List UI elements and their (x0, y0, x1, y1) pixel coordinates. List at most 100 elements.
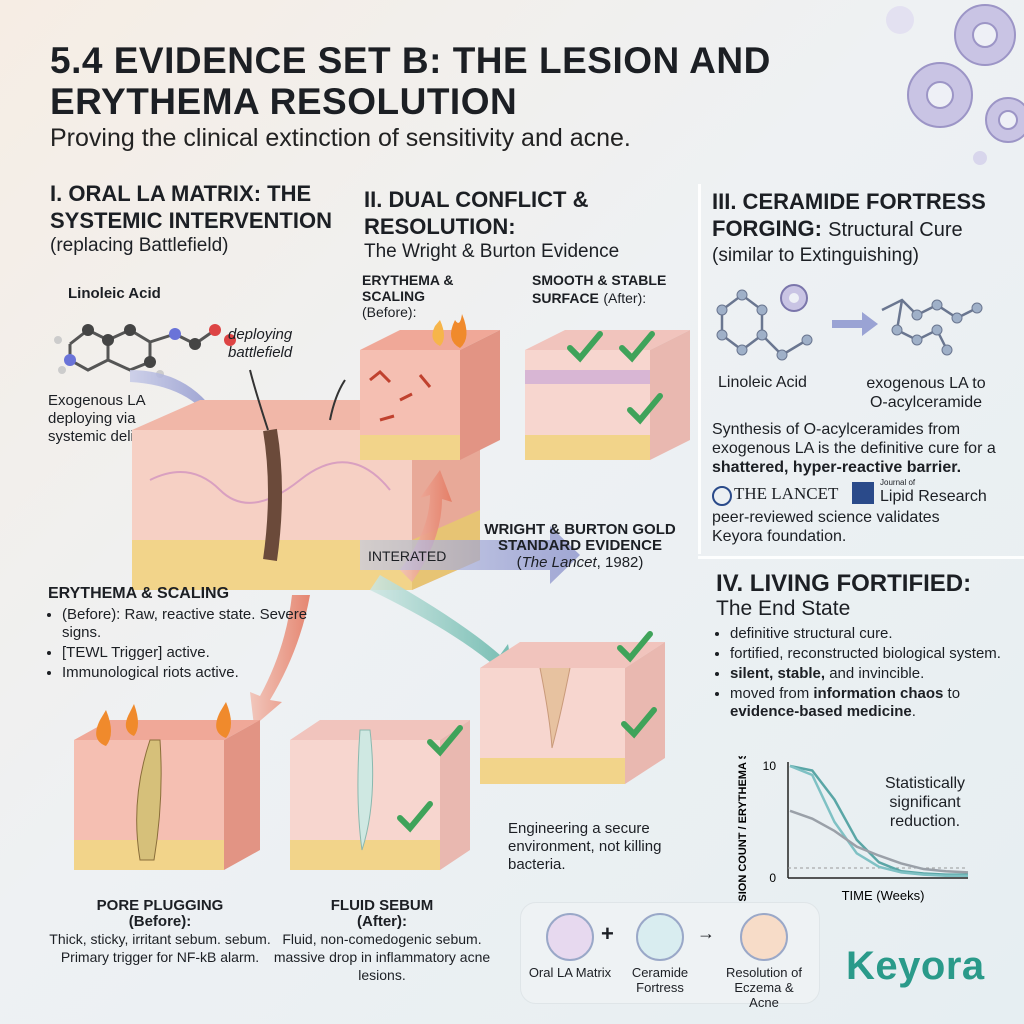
chart-series-line-3 (789, 809, 969, 874)
section-ceramide: III. CERAMIDE FORTRESS FORGING: Structur… (712, 188, 1012, 268)
erythema-before-sub: (Before): (362, 304, 417, 320)
fluid-sebum-block: FLUID SEBUM (After): Fluid, non-comedoge… (262, 898, 502, 984)
synthesis-text-b: shattered, hyper-reactive barrier. (712, 459, 962, 476)
bullet-bold: information chaos (813, 685, 944, 702)
section-3-sub: (similar to Extinguishing) (712, 245, 919, 266)
sebum-heading: FLUID SEBUM (330, 897, 434, 914)
after-label-group: SMOOTH & STABLE SURFACE (After): (532, 272, 692, 308)
chart-y-tick: 10 (763, 759, 777, 773)
legend-plus: + (601, 921, 614, 946)
erythema-bullet: (Before): Raw, reactive state. Severe si… (62, 606, 348, 642)
section-3-heading-rest: Structural Cure (828, 219, 963, 241)
jlr-logo: Lipid Research (880, 488, 987, 505)
gear-icon (907, 4, 1024, 143)
smooth-after-label: SMOOTH & STABLE SURFACE (532, 272, 667, 306)
section-4-heading: IV. LIVING FORTIFIED: (716, 570, 972, 597)
check-icon (567, 331, 663, 425)
bullet-text: moved from (730, 685, 814, 702)
arrow-down-right (370, 575, 514, 678)
bullet-text: definitive structural cure. (730, 625, 893, 642)
pore-plugging-block: PORE PLUGGING (Before): Thick, sticky, i… (40, 898, 280, 966)
summary-legend: Oral LA Matrix + Ceramide Fortress → Res… (520, 902, 820, 1010)
linoleic-acid-molecule (54, 324, 236, 378)
ceramide-molecules (716, 284, 983, 361)
legend-label: Oral LA Matrix (528, 965, 612, 980)
fortified-bullet: definitive structural cure. (730, 625, 1016, 643)
bullet-text: . (911, 703, 916, 720)
jlr-logo-icon (852, 482, 874, 504)
engineering-text: Engineering a secure environment, not ki… (508, 820, 662, 873)
legend-label: Resolution of Eczema & Acne (726, 965, 802, 1010)
fortified-bullet: moved from information chaos to evidence… (730, 685, 1016, 721)
lancet-logo-icon (712, 486, 732, 506)
brand-logo: Keyora (846, 944, 985, 988)
mol-left-label: Linoleic Acid (718, 374, 807, 391)
skin-cube-fluid-sebum (290, 720, 470, 870)
check-icon (397, 725, 463, 833)
divider-horizontal (698, 556, 1024, 559)
mol-right-label: exogenous LA to O-acylceramide (866, 375, 986, 411)
arrow-down-left (250, 595, 310, 726)
check-icon (617, 631, 657, 739)
section-oral-la: I. ORAL LA MATRIX: THE SYSTEMIC INTERVEN… (50, 180, 380, 258)
section-living-fortified: IV. LIVING FORTIFIED: The End State defi… (716, 570, 1016, 723)
interated-label: INTERATED (368, 548, 447, 564)
erythema-before-label: ERYTHEMA & SCALING (362, 272, 454, 304)
molecule-icon (636, 913, 684, 961)
arrow-right (360, 526, 580, 584)
legend-arrow: → (697, 923, 715, 943)
section-2-sub: The Wright & Burton Evidence (364, 241, 620, 262)
synthesis-text-a: Synthesis of O-acylceramides from exogen… (712, 421, 996, 457)
bullet-text: and invincible. (825, 665, 925, 682)
pore-text: Thick, sticky, irritant sebum. sebum. Pr… (49, 931, 271, 965)
section-3-heading: III. CERAMIDE FORTRESS FORGING: Structur… (712, 188, 1012, 244)
flame-icon (432, 314, 467, 348)
gold-year: , 1982) (596, 554, 644, 571)
erythema-bullet: [TEWL Trigger] active. (62, 644, 348, 662)
gold-paren: ( (516, 554, 522, 571)
sebum-sub: (After): (357, 913, 407, 930)
gear-icon (780, 284, 808, 312)
before-after-cubes (360, 314, 690, 460)
divider-vertical (698, 184, 701, 554)
erythema-before-heading: ERYTHEMA & SCALING (48, 585, 230, 602)
pore-heading: PORE PLUGGING (96, 897, 224, 914)
synthesis-text: Synthesis of O-acylceramides from exogen… (712, 420, 1012, 477)
gold-journal: The Lancet (521, 554, 597, 571)
chart-series-line-2 (789, 764, 968, 878)
linoleic-acid-label: Linoleic Acid (68, 285, 161, 302)
deploying-arrow-label: deploying battlefield (228, 326, 293, 361)
gold-standard-heading: WRIGHT & BURTON GOLD STANDARD EVIDENCE (484, 521, 676, 554)
page-title: 5.4 EVIDENCE SET B: THE LESION AND ERYTH… (50, 40, 771, 122)
flame-icon (740, 913, 788, 961)
section-dual-conflict: II. DUAL CONFLICT & RESOLUTION: The Wrig… (364, 186, 694, 264)
arrow-right-icon (832, 312, 878, 336)
chart-y-tick: 0 (769, 871, 776, 885)
gold-standard-group: WRIGHT & BURTON GOLD STANDARD EVIDENCE (… (480, 521, 680, 572)
chart-annotation: Statistically significant reduction. (884, 775, 966, 830)
bullet-bold: evidence-based medicine (730, 703, 912, 720)
erythema-bullet: Immunological riots active. (62, 664, 348, 682)
pore-sub: (Before): (128, 913, 192, 930)
fortified-bullet: silent, stable, and invincible. (730, 665, 1016, 683)
bullet-text: fortified, reconstructed biological syst… (730, 645, 1001, 662)
bottom-cubes (74, 702, 470, 870)
lancet-logo: THE LANCET (734, 484, 839, 503)
validates-text: peer-reviewed science validates Keyora f… (712, 509, 940, 545)
legend-resolution: Resolution of Eczema & Acne (719, 913, 809, 1010)
section-1-heading: I. ORAL LA MATRIX: THE SYSTEMIC INTERVEN… (50, 181, 332, 233)
fortified-bullet: fortified, reconstructed biological syst… (730, 645, 1016, 663)
jlr-logo-top: Journal of (880, 478, 916, 487)
bullet-text: to (943, 685, 961, 702)
journal-logos: THE LANCET Journal of Lipid Research (712, 478, 1012, 508)
section-2-heading: II. DUAL CONFLICT & RESOLUTION: (364, 187, 589, 239)
skin-cube-pore-plugging (74, 720, 260, 870)
sebum-text: Fluid, non-comedogenic sebum. massive dr… (273, 931, 491, 983)
before-label-group: ERYTHEMA & SCALING (Before): (362, 272, 472, 320)
chart-y-label: LESION COUNT / ERYTHEMA SCORE (737, 756, 749, 906)
smooth-after-sub: (After): (603, 290, 647, 306)
chart-x-label: TIME (Weeks) (842, 888, 925, 903)
page-subtitle: Proving the clinical extinction of sensi… (50, 124, 631, 152)
skin-cube-resolved (480, 631, 665, 784)
section-4-sub: The End State (716, 597, 851, 620)
